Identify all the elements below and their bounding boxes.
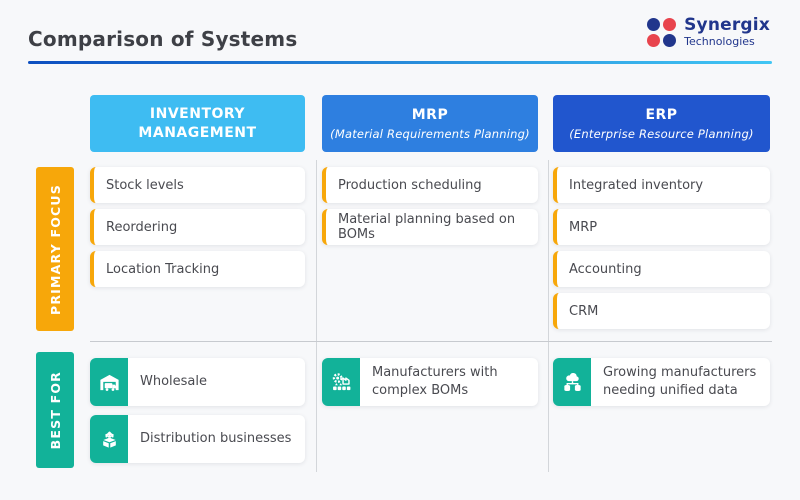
row-label-text: PRIMARY FOCUS [47,183,63,315]
column-subtitle: (Material Requirements Planning) [330,126,530,141]
column-title: INVENTORY MANAGEMENT [138,106,257,141]
factory-gear-icon [322,358,360,406]
primary-focus-list-erp: Integrated inventory MRP Accounting CRM [553,167,770,329]
column-subtitle: (Enterprise Resource Planning) [569,126,754,141]
column-header-mrp: MRP (Material Requirements Planning) [322,95,538,152]
best-for-label: Growing manufacturers needing unified da… [603,365,757,398]
row-label-text: BEST FOR [47,370,63,450]
logo-dot-red [647,33,661,47]
best-for-list-mrp: Manufacturers with complex BOMs [322,358,538,406]
box-distribution-icon [90,415,128,463]
row-divider [90,341,772,342]
logo-text: Synergix Technologies [684,15,770,48]
logo-dots-icon [647,17,677,47]
logo-dot-red [663,17,677,31]
cloud-database-icon [553,358,591,406]
best-for-label: Distribution businesses [140,431,292,447]
column-title: MRP [411,107,449,124]
focus-card: Reordering [90,209,305,245]
focus-card: Accounting [553,251,770,287]
best-for-list-erp: Growing manufacturers needing unified da… [553,358,770,406]
best-for-card: Wholesale [90,358,305,406]
best-for-card: Distribution businesses [90,415,305,463]
focus-card: Stock levels [90,167,305,203]
column-divider [548,160,549,472]
focus-card: Location Tracking [90,251,305,287]
column-divider [316,160,317,472]
row-label-primary-focus: PRIMARY FOCUS [36,167,74,331]
logo-brand-subtitle: Technologies [684,34,755,48]
brand-logo: Synergix Technologies [647,15,770,48]
warehouse-truck-icon [90,358,128,406]
column-header-inventory: INVENTORY MANAGEMENT [90,95,305,152]
column-title: ERP [645,107,678,124]
focus-card: Material planning based on BOMs [322,209,538,245]
row-label-best-for: BEST FOR [36,352,74,468]
logo-dot-blue [663,33,677,47]
best-for-label: Manufacturers with complex BOMs [372,365,498,398]
best-for-card: Growing manufacturers needing unified da… [553,358,770,406]
primary-focus-list-inventory: Stock levels Reordering Location Trackin… [90,167,305,287]
focus-card: Integrated inventory [553,167,770,203]
focus-card: Production scheduling [322,167,538,203]
focus-card: MRP [553,209,770,245]
logo-brand-name: Synergix [684,15,770,35]
page-title: Comparison of Systems [28,27,298,51]
best-for-card: Manufacturers with complex BOMs [322,358,538,406]
best-for-list-inventory: Wholesale Distribution businesses [90,358,305,463]
header-divider [28,61,772,64]
logo-dot-blue [647,17,661,31]
primary-focus-list-mrp: Production scheduling Material planning … [322,167,538,245]
best-for-label: Wholesale [140,374,208,390]
focus-card: CRM [553,293,770,329]
column-header-erp: ERP (Enterprise Resource Planning) [553,95,770,152]
